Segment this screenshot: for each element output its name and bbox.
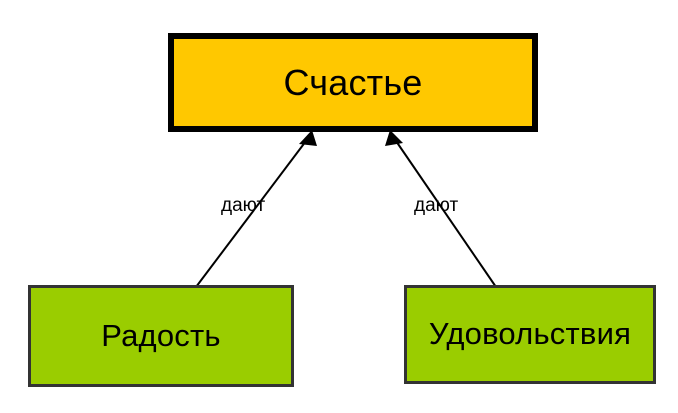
edge-label-joy-to-happiness: дают xyxy=(221,195,266,216)
node-happiness-label: Счастье xyxy=(283,61,423,103)
node-joy[interactable]: Радость xyxy=(28,285,294,387)
node-pleasures[interactable]: Удовольствия xyxy=(404,285,656,384)
node-pleasures-label: Удовольствия xyxy=(428,316,632,352)
arrowhead-joy-to-happiness xyxy=(299,130,317,146)
node-joy-label: Радость xyxy=(101,317,221,353)
edge-label-pleasures-to-happiness: дают xyxy=(414,195,459,216)
arrowhead-pleasures-to-happiness xyxy=(385,130,403,146)
node-happiness[interactable]: Счастье xyxy=(168,33,538,132)
